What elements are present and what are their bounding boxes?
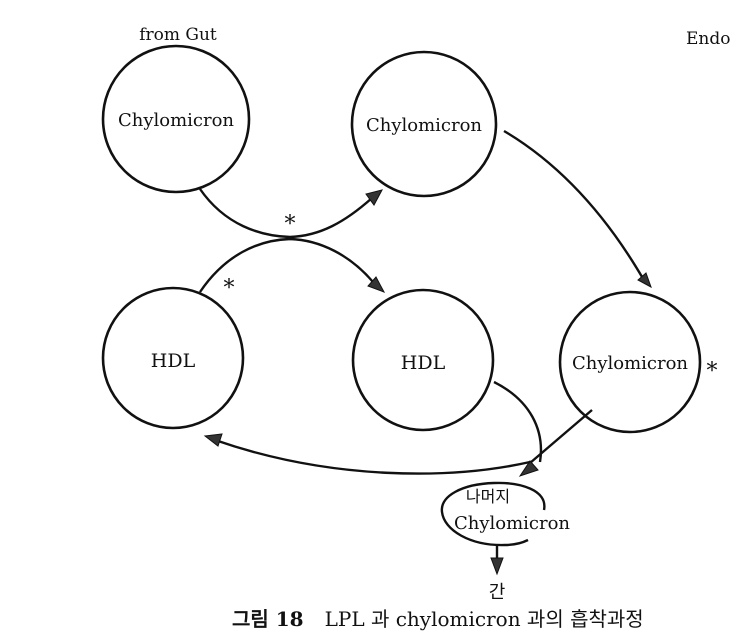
edge-chylo-gut-to-chylo-2 bbox=[199, 188, 373, 239]
liver-label: 간 bbox=[489, 582, 506, 603]
node-chylo-right-circle bbox=[558, 290, 702, 434]
arrowhead-chylo-2 bbox=[365, 189, 383, 206]
node-chylo-2: Chylomicron bbox=[350, 50, 498, 198]
edge-hdl-left-to-hdl-mid bbox=[199, 237, 374, 293]
node-chylo-2-circle bbox=[350, 50, 498, 198]
star-marker-2: * bbox=[224, 276, 235, 301]
arrowhead-hdl-left bbox=[203, 433, 223, 447]
node-chylo-2-label: Chylomicron bbox=[366, 115, 482, 136]
figure-caption-text: LPL 과 chylomicron 과의 흡착과정 bbox=[325, 607, 644, 631]
node-chylo-gut-circle bbox=[101, 44, 251, 194]
star-marker-1: * bbox=[285, 212, 296, 237]
node-chylo-gut-label: Chylomicron bbox=[118, 110, 234, 131]
edge-remnant-to-hdl-left bbox=[214, 438, 531, 475]
source-label: from Gut bbox=[139, 25, 217, 45]
star-marker-3: * bbox=[707, 359, 718, 384]
arrowhead-hdl-mid bbox=[367, 276, 386, 293]
node-hdl-mid-circle bbox=[351, 288, 495, 432]
node-remnant-label-line1: 나머지 bbox=[466, 487, 510, 506]
figure-number: 그림 18 bbox=[232, 607, 304, 631]
node-remnant-outline bbox=[440, 481, 546, 547]
node-remnant: 나머지 Chylomicron bbox=[440, 481, 570, 547]
edge-chylo-2-to-chylo-right bbox=[503, 129, 647, 283]
node-hdl-left-circle bbox=[101, 286, 245, 430]
arrowhead-chylo-right bbox=[637, 272, 652, 289]
arrowhead-liver bbox=[490, 557, 504, 576]
node-chylo-gut: Chylomicron bbox=[101, 44, 251, 194]
edge-hdl-mid-to-remnant bbox=[493, 380, 543, 463]
node-hdl-left: HDL bbox=[101, 286, 245, 430]
figure-caption: 그림 18 LPL 과 chylomicron 과의 흡착과정 bbox=[232, 607, 644, 631]
endo-label: Endo bbox=[686, 29, 730, 49]
arrowhead-remnant bbox=[518, 460, 539, 477]
node-chylo-right-label: Chylomicron bbox=[572, 353, 688, 374]
node-chylo-right: Chylomicron bbox=[558, 290, 702, 434]
node-remnant-label-line2: Chylomicron bbox=[454, 513, 570, 534]
node-hdl-left-label: HDL bbox=[151, 350, 196, 372]
node-hdl-mid-label: HDL bbox=[401, 352, 446, 374]
node-hdl-mid: HDL bbox=[351, 288, 495, 432]
